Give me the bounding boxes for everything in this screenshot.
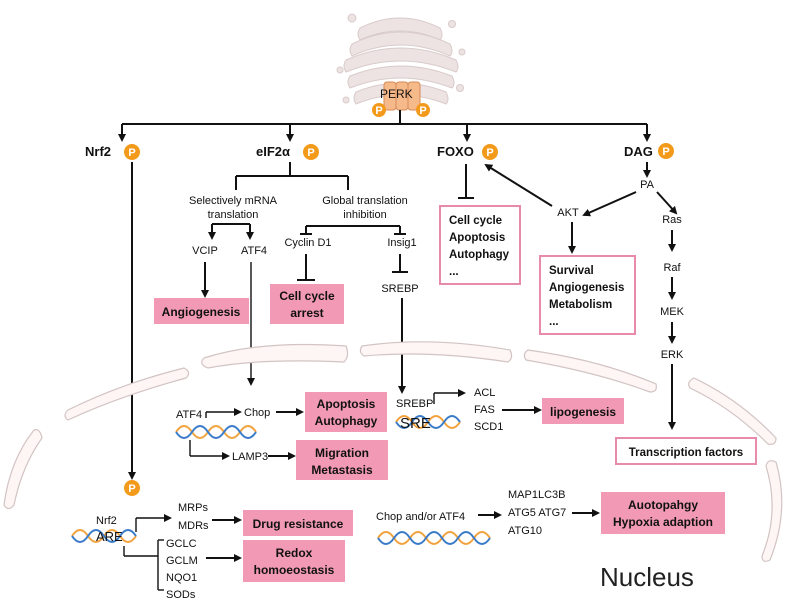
nqo1-label: NQO1 bbox=[166, 572, 197, 584]
sre-label: SRE bbox=[400, 415, 431, 432]
svg-text:Metabolism: Metabolism bbox=[549, 299, 612, 311]
pa-label: PA bbox=[640, 179, 655, 191]
svg-text:Transcription factors: Transcription factors bbox=[629, 447, 743, 459]
sods-label: SODs bbox=[166, 589, 196, 601]
svg-text:Drug resistance: Drug resistance bbox=[253, 517, 344, 531]
lamp3-label: LAMP3 bbox=[232, 451, 268, 463]
svg-text:Migration: Migration bbox=[315, 446, 369, 460]
svg-text:Cell cycle: Cell cycle bbox=[449, 215, 502, 227]
svg-text:...: ... bbox=[549, 316, 559, 328]
acl-label: ACL bbox=[474, 387, 495, 399]
svg-text:P: P bbox=[375, 105, 382, 117]
dna-helix-icon bbox=[377, 531, 491, 545]
transcription-factors-box bbox=[615, 437, 757, 465]
redox-box bbox=[243, 540, 345, 582]
migration-metastasis-box bbox=[296, 440, 388, 480]
nrf2-label: Nrf2 bbox=[85, 144, 111, 159]
scd1-label: SCD1 bbox=[474, 421, 503, 433]
svg-text:translation: translation bbox=[208, 209, 259, 221]
svg-text:Metastasis: Metastasis bbox=[311, 463, 373, 477]
svg-text:Apoptosis: Apoptosis bbox=[449, 232, 505, 244]
phosphate-icon: P bbox=[124, 480, 140, 496]
phosphate-icon: P bbox=[658, 143, 674, 159]
erk-label: ERK bbox=[661, 349, 684, 361]
svg-text:P: P bbox=[128, 147, 135, 159]
svg-text:Auotopahgy: Auotopahgy bbox=[628, 498, 698, 512]
svg-text:P: P bbox=[662, 146, 669, 158]
phosphate-icon: P bbox=[303, 144, 319, 160]
svg-text:Angiogenesis: Angiogenesis bbox=[549, 282, 624, 294]
angiogenesis-box bbox=[154, 298, 249, 324]
mrps-label: MRPs bbox=[178, 502, 208, 514]
nucleus-nrf2-label: Nrf2 bbox=[96, 515, 117, 527]
svg-text:...: ... bbox=[449, 266, 459, 278]
perk-receptor-icon bbox=[383, 81, 421, 111]
dna-helix-icon bbox=[71, 529, 137, 543]
svg-text:arrest: arrest bbox=[290, 306, 323, 320]
svg-text:P: P bbox=[307, 147, 314, 159]
dna-helix-icon bbox=[175, 425, 257, 439]
map1lc3b-label: MAP1LC3B bbox=[508, 489, 565, 501]
apoptosis-autophagy-box bbox=[305, 392, 387, 432]
svg-text:Survival: Survival bbox=[549, 265, 594, 277]
mek-label: MEK bbox=[660, 306, 685, 318]
svg-text:homoeostasis: homoeostasis bbox=[254, 563, 335, 577]
nucleus-label: Nucleus bbox=[600, 562, 694, 592]
svg-text:Autophagy: Autophagy bbox=[315, 414, 378, 428]
fas-label: FAS bbox=[474, 404, 495, 416]
atf4-label: ATF4 bbox=[241, 245, 267, 257]
dag-label: DAG bbox=[624, 144, 653, 159]
nuclear-envelope bbox=[3, 341, 783, 562]
atg10-label: ATG10 bbox=[508, 525, 542, 537]
insig1-label: Insig1 bbox=[387, 237, 416, 249]
svg-text:P: P bbox=[128, 483, 135, 495]
chop-label: Chop bbox=[244, 407, 270, 419]
foxo-label: FOXO bbox=[437, 144, 474, 159]
mdrs-label: MDRs bbox=[178, 520, 209, 532]
er-membrane-icon bbox=[336, 13, 466, 105]
svg-text:Apoptosis: Apoptosis bbox=[317, 397, 376, 411]
phosphate-icon: P bbox=[124, 144, 140, 160]
autophagy-hypoxia-box bbox=[601, 492, 725, 534]
svg-text:lipogenesis: lipogenesis bbox=[550, 405, 616, 419]
are-label: ARE bbox=[96, 529, 123, 544]
svg-text:Cell cycle: Cell cycle bbox=[279, 289, 335, 303]
svg-text:P: P bbox=[419, 105, 426, 117]
atg5-atg7-label: ATG5 ATG7 bbox=[508, 507, 566, 519]
akt-outcomes-box bbox=[539, 255, 636, 335]
cyclin-d1-label: Cyclin D1 bbox=[284, 237, 331, 249]
drug-resistance-box bbox=[243, 510, 353, 536]
vcip-label: VCIP bbox=[192, 245, 218, 257]
svg-text:Angiogenesis: Angiogenesis bbox=[162, 305, 241, 319]
gclc-label: GCLC bbox=[166, 538, 197, 550]
gclm-label: GCLM bbox=[166, 555, 198, 567]
perk-label: PERK bbox=[380, 87, 413, 101]
raf-label: Raf bbox=[663, 262, 681, 274]
selective-translation-label: Selectively mRNA bbox=[189, 195, 278, 207]
svg-text:inhibition: inhibition bbox=[343, 209, 386, 221]
nucleus-srebp-label: SREBP bbox=[396, 398, 433, 410]
svg-text:P: P bbox=[486, 147, 493, 159]
srebp-label: SREBP bbox=[381, 283, 418, 295]
global-translation-label: Global translation bbox=[322, 195, 408, 207]
svg-text:Redox: Redox bbox=[276, 546, 313, 560]
dna-helix-icon bbox=[395, 415, 461, 429]
foxo-outcomes-box bbox=[439, 205, 521, 285]
phosphate-icon: P bbox=[482, 144, 498, 160]
svg-text:Hypoxia adaption: Hypoxia adaption bbox=[613, 515, 713, 529]
svg-text:Autophagy: Autophagy bbox=[449, 249, 510, 261]
eif2a-label: eIF2α bbox=[256, 144, 290, 159]
ras-label: Ras bbox=[662, 214, 682, 226]
akt-label: AKT bbox=[557, 207, 579, 219]
lipogenesis-box bbox=[542, 398, 624, 424]
nucleus-atf4-label: ATF4 bbox=[176, 409, 202, 421]
cell-cycle-arrest-box bbox=[270, 284, 344, 324]
chop-atf4-label: Chop and/or ATF4 bbox=[376, 511, 465, 523]
phosphate-icon: P P bbox=[372, 103, 430, 117]
